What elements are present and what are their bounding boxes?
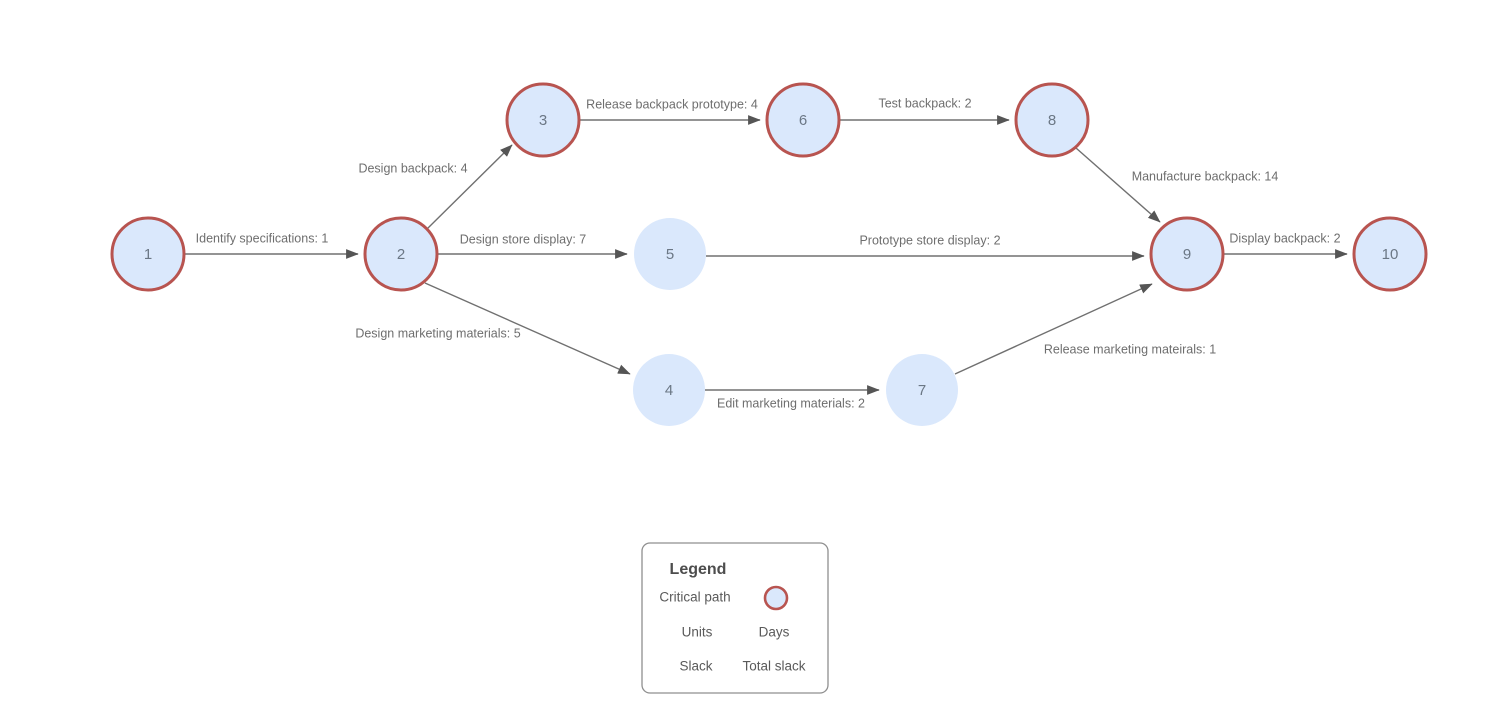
- node-label-7: 7: [918, 382, 926, 399]
- node-label-3: 3: [539, 112, 547, 129]
- node-label-4: 4: [665, 382, 673, 399]
- edge-label-2-to-5: Design store display: 7: [460, 232, 587, 246]
- node-label-8: 8: [1048, 112, 1056, 129]
- legend-title: Legend: [670, 561, 727, 578]
- edge-label-9-to-10: Display backpack: 2: [1229, 231, 1340, 245]
- node-circle-critical[interactable]: [1014, 82, 1090, 158]
- edge-label-4-to-7: Edit marketing materials: 2: [717, 396, 865, 410]
- edge-label-7-to-9: Release marketing mateirals: 1: [1044, 342, 1216, 356]
- legend-label-slack: Slack: [679, 659, 712, 674]
- legend-value-total-slack: Total slack: [742, 659, 805, 674]
- node-8[interactable]: 8: [1014, 82, 1090, 158]
- node-2[interactable]: 2: [363, 216, 439, 292]
- node-circle-critical[interactable]: [765, 82, 841, 158]
- edge-label-5-to-9: Prototype store display: 2: [859, 233, 1000, 247]
- node-1[interactable]: 1: [110, 216, 186, 292]
- legend-label-critical-path: Critical path: [659, 590, 730, 605]
- node-circle-normal[interactable]: [634, 218, 706, 290]
- edge-label-2-to-3: Design backpack: 4: [358, 161, 467, 175]
- legend-swatch-critical-node-icon: [763, 585, 789, 611]
- node-label-10: 10: [1382, 246, 1399, 263]
- edge-7-to-9: [954, 283, 1153, 375]
- edge-label-3-to-6: Release backpack prototype: 4: [586, 97, 758, 111]
- node-circle-critical[interactable]: [110, 216, 186, 292]
- edge-label-8-to-9: Manufacture backpack: 14: [1132, 169, 1279, 183]
- edge-labels-layer: Identify specifications: 1 Design backpac…: [196, 96, 1341, 410]
- node-5[interactable]: 5: [634, 218, 706, 290]
- node-circle-normal[interactable]: [886, 354, 958, 426]
- node-label-5: 5: [666, 246, 674, 263]
- edge-8-to-9: [1075, 147, 1161, 223]
- edge-label-6-to-8: Test backpack: 2: [878, 96, 971, 110]
- edges-layer: [184, 115, 1348, 395]
- node-circle-critical[interactable]: [1352, 216, 1428, 292]
- node-circle-critical[interactable]: [505, 82, 581, 158]
- node-6[interactable]: 6: [765, 82, 841, 158]
- edge-2-to-4: [424, 282, 631, 375]
- node-3[interactable]: 3: [505, 82, 581, 158]
- legend-box: [641, 542, 829, 694]
- legend-value-days: Days: [759, 625, 790, 640]
- node-4[interactable]: 4: [633, 354, 705, 426]
- edge-label-2-to-4: Design marketing materials: 5: [355, 326, 520, 340]
- node-9[interactable]: 9: [1149, 216, 1225, 292]
- legend-label-units: Units: [682, 625, 713, 640]
- node-circle-critical[interactable]: [1149, 216, 1225, 292]
- node-label-2: 2: [397, 246, 405, 263]
- node-label-1: 1: [144, 246, 152, 263]
- node-label-9: 9: [1183, 246, 1191, 263]
- node-7[interactable]: 7: [886, 354, 958, 426]
- node-10[interactable]: 10: [1352, 216, 1428, 292]
- node-circle-normal[interactable]: [633, 354, 705, 426]
- edge-2-to-3: [426, 144, 513, 230]
- node-label-6: 6: [799, 112, 807, 129]
- edge-label-1-to-2: Identify specifications: 1: [196, 231, 329, 245]
- node-circle-critical[interactable]: [363, 216, 439, 292]
- nodes-layer: 1 2 3 4 5 6 7 8 9 10: [110, 82, 1428, 426]
